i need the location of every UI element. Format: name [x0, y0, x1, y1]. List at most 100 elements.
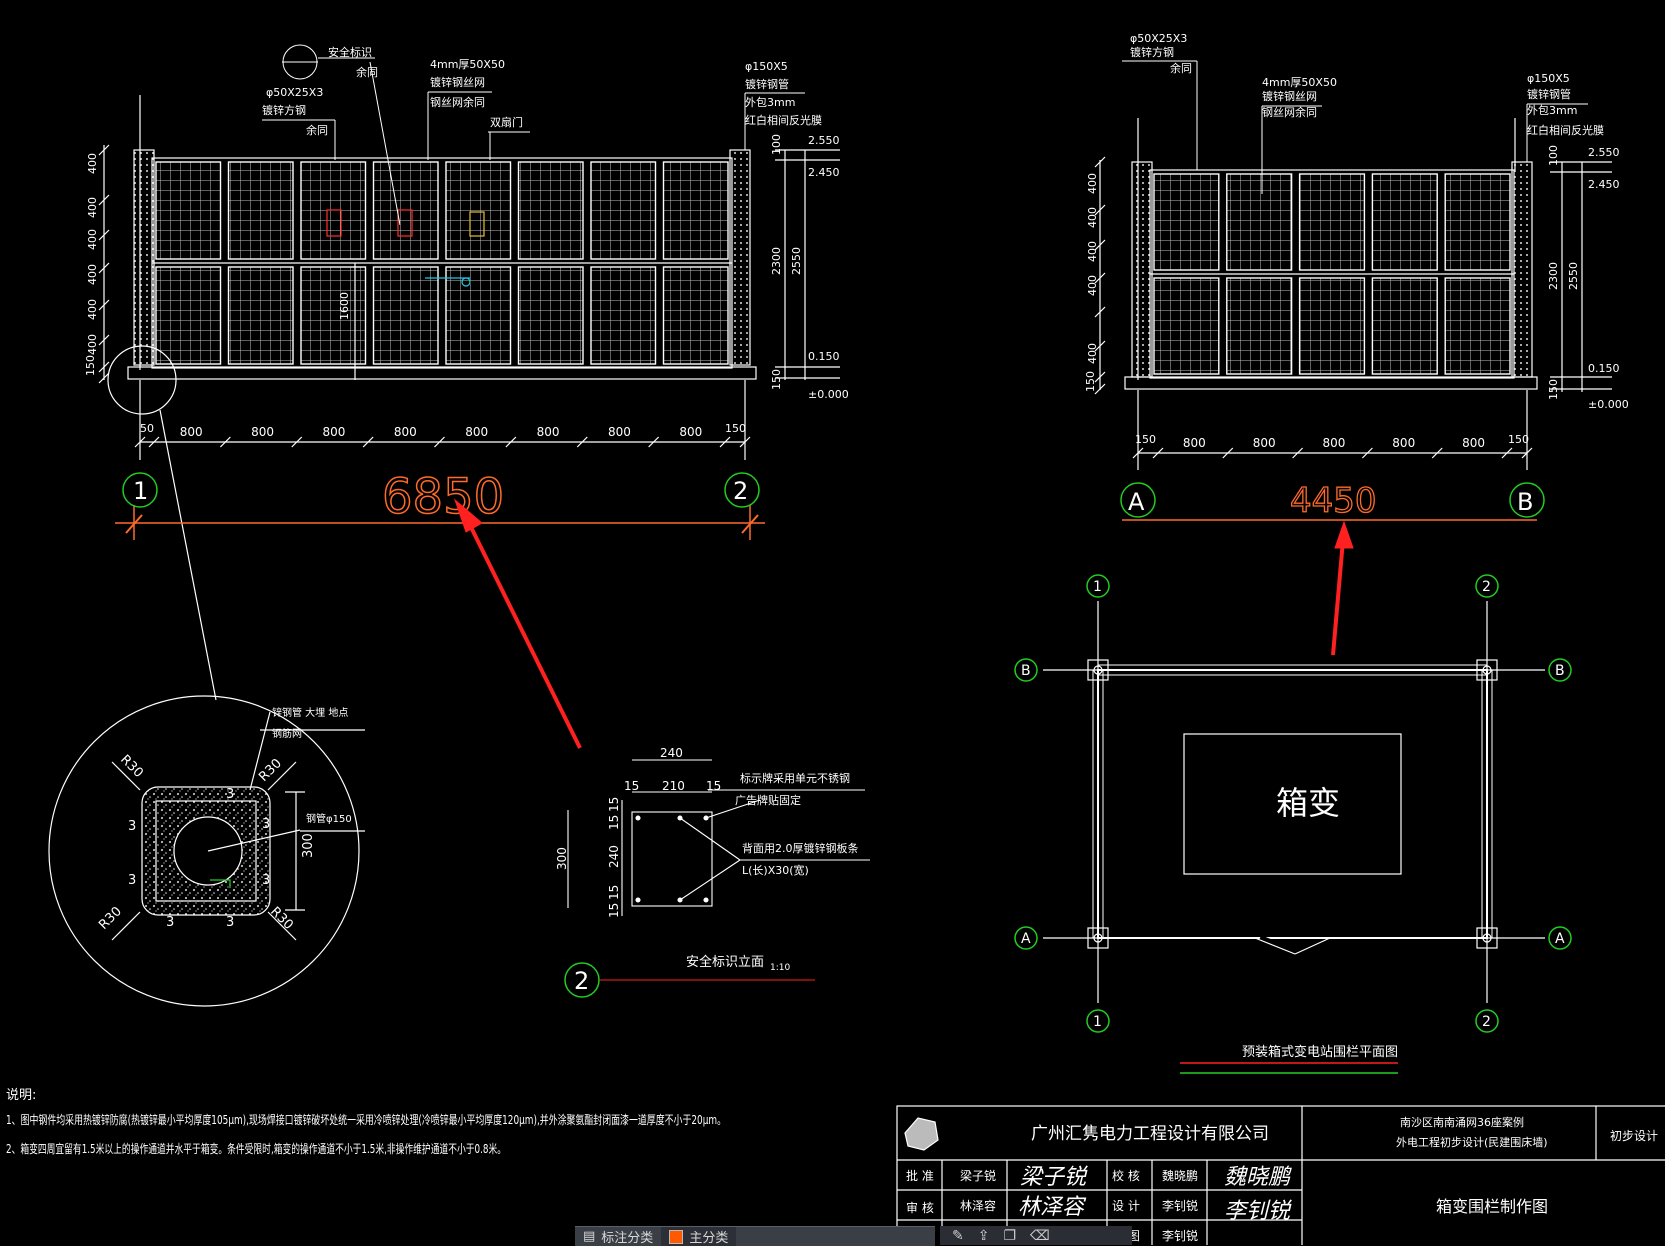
svg-text:15: 15 [607, 797, 621, 812]
svg-text:±0.000: ±0.000 [808, 388, 849, 401]
svg-text:400: 400 [1086, 241, 1099, 262]
svg-text:400: 400 [86, 153, 99, 174]
mesh-panel [662, 161, 729, 260]
svg-text:150: 150 [1508, 433, 1529, 446]
total-6850-text: 6850 [382, 469, 504, 525]
mesh-panel [1226, 277, 1293, 375]
bay-dim-label: 800 [679, 425, 702, 439]
bay-dim-label: 800 [1323, 436, 1346, 450]
dim-tick [98, 144, 110, 156]
svg-text:400: 400 [86, 229, 99, 250]
svg-text:A: A [1021, 931, 1031, 947]
company-logo-icon [904, 1117, 939, 1151]
dim-tick [98, 262, 110, 274]
svg-text:安全标识: 安全标识 [328, 45, 372, 59]
svg-text:镀锌方钢: 镀锌方钢 [1130, 45, 1174, 59]
dim-tick [1152, 447, 1164, 459]
svg-text:150: 150 [1547, 379, 1560, 400]
dim-tick [219, 436, 231, 448]
svg-text:1: 1 [1093, 1014, 1102, 1030]
svg-text:B: B [1021, 663, 1031, 679]
svg-text:210: 210 [662, 779, 685, 793]
svg-text:林泽容: 林泽容 [1018, 1195, 1087, 1220]
svg-text:4mm厚50X50: 4mm厚50X50 [1262, 76, 1337, 89]
svg-text:镀锌方钢: 镀锌方钢 [262, 103, 306, 117]
svg-text:A: A [1128, 488, 1145, 516]
annotation-arrows [453, 498, 1354, 749]
tab-dimension-category[interactable]: ▤ 标注分类 [583, 1229, 654, 1246]
bay-dim-label: 800 [322, 425, 345, 439]
svg-text:φ150X5: φ150X5 [1527, 72, 1570, 85]
mesh-panel [517, 161, 584, 260]
upload-icon[interactable]: ⇪ [977, 1227, 990, 1244]
column-base-detail-labels: R30 R30 R30 R30 300 锌钢管 大埋 地点 钢筋网 钢管φ150… [96, 706, 351, 933]
bay-dim-label: 800 [394, 425, 417, 439]
dim-tick [1361, 447, 1373, 459]
mesh-panel [1153, 173, 1220, 271]
svg-text:150: 150 [1084, 371, 1097, 392]
svg-text:2、箱变四周宜留有1.5米以上的操作通道并水平于箱变。条件受: 2、箱变四周宜留有1.5米以上的操作通道并水平于箱变。条件受限时,箱变的操作通道… [6, 1141, 506, 1156]
svg-text:4mm厚50X50: 4mm厚50X50 [430, 58, 505, 71]
dim-tick [98, 299, 110, 311]
front-elevation-4450-labels: 400 400 400 400 400 150 100 2300 2550 15… [1084, 32, 1629, 450]
svg-text:R30: R30 [117, 752, 146, 781]
svg-text:2: 2 [1482, 1014, 1491, 1030]
svg-text:2.450: 2.450 [808, 166, 840, 179]
svg-text:150: 150 [725, 422, 746, 435]
svg-text:预装箱式变电站围栏平面图: 预装箱式变电站围栏平面图 [1242, 1044, 1398, 1060]
svg-text:审 核: 审 核 [906, 1200, 934, 1215]
svg-text:外包3mm: 外包3mm [1527, 104, 1577, 117]
svg-text:设 计: 设 计 [1112, 1199, 1140, 1213]
mesh-panel [1298, 277, 1366, 375]
svg-text:2: 2 [574, 967, 589, 995]
dim-tick [98, 361, 110, 373]
mesh-panel [372, 266, 439, 365]
svg-text:150: 150 [770, 369, 783, 390]
trash-icon[interactable]: ⌫ [1030, 1227, 1050, 1244]
svg-text:400: 400 [1086, 275, 1099, 296]
quick-toolstrip: ✎ ⇪ ❐ ⌫ [940, 1226, 1132, 1245]
svg-text:钢管φ150: 钢管φ150 [306, 812, 352, 825]
svg-text:红白相间反光膜: 红白相间反光膜 [745, 113, 822, 127]
svg-text:魏晓鹏: 魏晓鹏 [1224, 1165, 1292, 1190]
svg-text:15: 15 [706, 779, 721, 793]
mesh-panel [590, 161, 657, 260]
svg-text:箱变围栏制作图: 箱变围栏制作图 [1436, 1197, 1548, 1216]
mesh-panel [1371, 277, 1438, 375]
svg-text:15: 15 [624, 779, 639, 793]
svg-text:φ50X25X3: φ50X25X3 [266, 86, 323, 99]
mesh-panel [517, 266, 584, 365]
svg-text:50: 50 [140, 422, 154, 435]
svg-text:余同: 余同 [356, 65, 378, 79]
mesh-panel [227, 161, 294, 260]
bay-dim-label: 800 [1392, 436, 1415, 450]
svg-text:3: 3 [226, 787, 234, 802]
svg-text:李钊锐: 李钊锐 [1162, 1228, 1198, 1243]
front-elevation-4450 [1094, 118, 1612, 470]
general-notes: 说明: 1、图中钢件均采用热镀锌防腐(热镀锌最小平均厚度105μm),现场焊接口… [6, 1088, 726, 1156]
dim-tick [362, 436, 374, 448]
leader-lines-right [1122, 60, 1588, 194]
title-block-text: 广州汇隽电力工程设计有限公司 南沙区南南涌网36座案例 外电工程初步设计(民建围… [906, 1115, 1658, 1243]
dim-tick [719, 436, 731, 448]
plan-axis-bubbles [1014, 574, 1572, 1033]
column-left [1131, 161, 1153, 378]
svg-text:林泽容: 林泽容 [960, 1198, 996, 1213]
dim-tick [1222, 447, 1234, 459]
svg-text:说明:: 说明: [6, 1088, 36, 1103]
mesh-panel [590, 266, 657, 365]
svg-text:1:10: 1:10 [770, 963, 790, 973]
pencil-icon[interactable]: ✎ [952, 1227, 964, 1244]
svg-text:100: 100 [1547, 145, 1560, 166]
dim-tick [505, 436, 517, 448]
svg-text:0.150: 0.150 [1588, 362, 1620, 375]
bay-dim-label: 800 [180, 425, 203, 439]
svg-text:400: 400 [86, 264, 99, 285]
svg-text:魏晓鹏: 魏晓鹏 [1162, 1168, 1198, 1183]
svg-text:300: 300 [301, 833, 316, 858]
tab-main-category[interactable]: 主分类 [661, 1227, 737, 1246]
copy-icon[interactable]: ❐ [1003, 1227, 1017, 1244]
svg-text:2: 2 [733, 477, 748, 505]
svg-text:梁子锐: 梁子锐 [960, 1168, 996, 1183]
